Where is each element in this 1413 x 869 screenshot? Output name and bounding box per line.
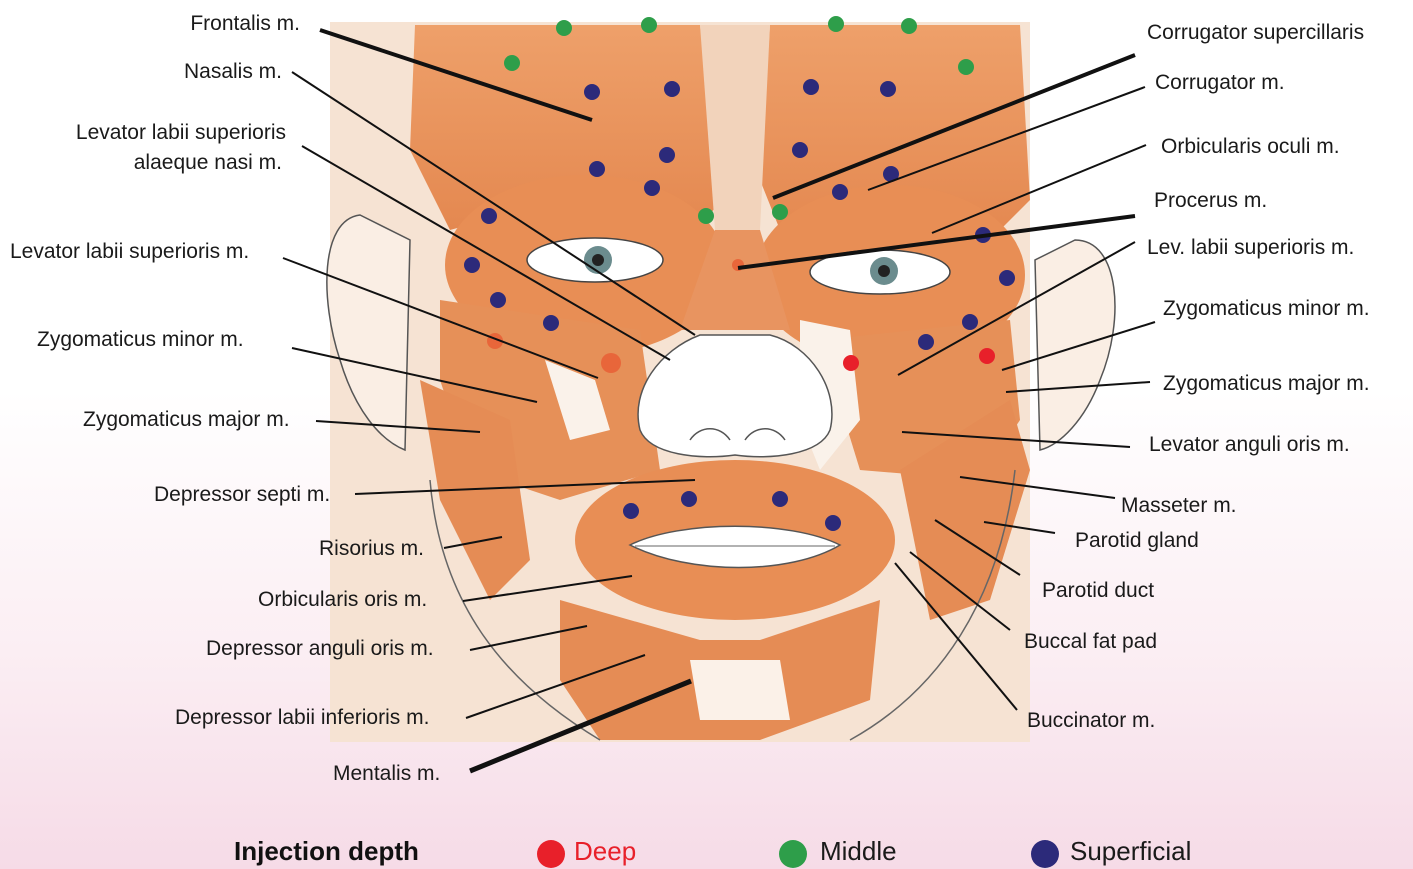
superficial-point: [918, 334, 934, 350]
label-depressor-labii-inferioris: Depressor labii inferioris m.: [175, 706, 429, 730]
middle-point: [504, 55, 520, 71]
legend-deep-label: Deep: [574, 836, 636, 867]
label-corrugator-supercillaris: Corrugator supercillaris: [1147, 21, 1364, 45]
label-orbicularis-oculi: Orbicularis oculi m.: [1161, 135, 1340, 159]
right-ear: [1035, 240, 1115, 450]
superficial-point: [659, 147, 675, 163]
label-levator-anguli-oris: Levator anguli oris m.: [1149, 433, 1350, 457]
label-lev-labii-superioris: Lev. labii superioris m.: [1147, 236, 1354, 260]
superficial-point: [464, 257, 480, 273]
superficial-point: [880, 81, 896, 97]
middle-point: [901, 18, 917, 34]
superficial-point: [772, 491, 788, 507]
label-buccal-fat-pad: Buccal fat pad: [1024, 630, 1157, 654]
superficial-point: [825, 515, 841, 531]
label-orbicularis-oris: Orbicularis oris m.: [258, 588, 427, 612]
superficial-point: [623, 503, 639, 519]
legend-superficial-dot: [1031, 840, 1059, 868]
label-parotid-gland: Parotid gland: [1075, 529, 1199, 553]
middle-point: [698, 208, 714, 224]
label-levator-labii-superioris: Levator labii superioris m.: [10, 240, 249, 264]
middle-point: [641, 17, 657, 33]
label-zygomaticus-major-left: Zygomaticus major m.: [83, 408, 290, 432]
superficial-point: [664, 81, 680, 97]
superficial-point: [832, 184, 848, 200]
superficial-point: [792, 142, 808, 158]
label-procerus: Procerus m.: [1154, 189, 1267, 213]
middle-point: [828, 16, 844, 32]
legend-deep-dot: [537, 840, 565, 868]
label-nasalis: Nasalis m.: [100, 60, 282, 84]
label-depressor-septi: Depressor septi m.: [154, 483, 330, 507]
superficial-point: [999, 270, 1015, 286]
label-levator-labii-alaeque-line2: alaeque nasi m.: [20, 151, 282, 175]
superficial-point: [589, 161, 605, 177]
superficial-point: [543, 315, 559, 331]
label-depressor-anguli-oris: Depressor anguli oris m.: [206, 637, 434, 661]
label-buccinator: Buccinator m.: [1027, 709, 1155, 733]
label-zygomaticus-minor-left: Zygomaticus minor m.: [37, 328, 244, 352]
label-frontalis: Frontalis m.: [130, 12, 300, 36]
label-corrugator: Corrugator m.: [1155, 71, 1285, 95]
superficial-point: [962, 314, 978, 330]
label-zygomaticus-minor-right: Zygomaticus minor m.: [1163, 297, 1370, 321]
superficial-point: [490, 292, 506, 308]
middle-point: [958, 59, 974, 75]
legend-title: Injection depth: [234, 836, 419, 867]
label-mentalis: Mentalis m.: [333, 762, 440, 786]
superficial-point: [481, 208, 497, 224]
legend-superficial-label: Superficial: [1070, 836, 1191, 867]
legend-middle-dot: [779, 840, 807, 868]
label-masseter: Masseter m.: [1121, 494, 1237, 518]
label-risorius: Risorius m.: [319, 537, 424, 561]
deep-point: [843, 355, 859, 371]
legend-middle-label: Middle: [820, 836, 897, 867]
label-zygomaticus-major-right: Zygomaticus major m.: [1163, 372, 1370, 396]
middle-point: [556, 20, 572, 36]
legend: Injection depth Deep Middle Superficial: [0, 830, 1413, 869]
superficial-point: [803, 79, 819, 95]
label-parotid-duct: Parotid duct: [1042, 579, 1154, 603]
superficial-point: [584, 84, 600, 100]
deep-point: [601, 353, 621, 373]
label-levator-labii-alaeque-line1: Levator labii superioris: [20, 121, 286, 145]
superficial-point: [644, 180, 660, 196]
deep-point: [979, 348, 995, 364]
superficial-point: [681, 491, 697, 507]
middle-point: [772, 204, 788, 220]
